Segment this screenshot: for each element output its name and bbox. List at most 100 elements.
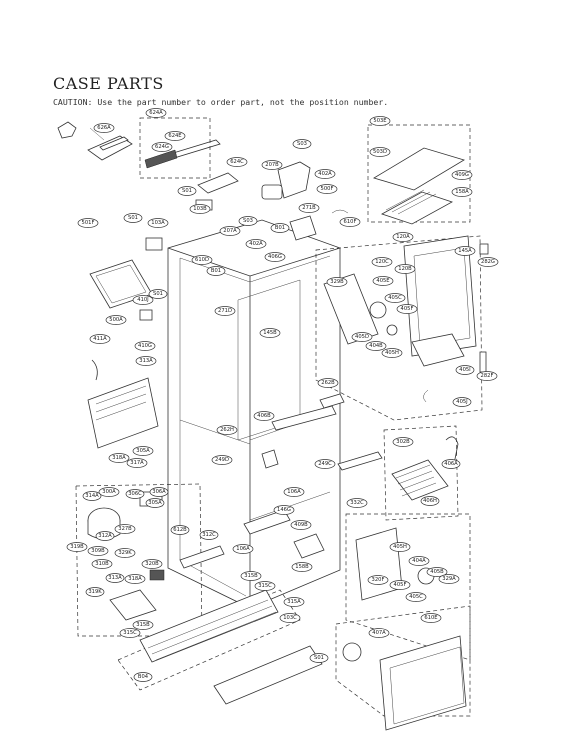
callout-label: 329A <box>438 574 460 584</box>
svg-text:S03: S03 <box>297 141 307 147</box>
callout-label: 332C <box>346 498 368 508</box>
svg-text:S01: S01 <box>153 291 163 297</box>
callout-label: 249D <box>211 455 233 465</box>
svg-text:310B: 310B <box>95 561 109 567</box>
callout-label: 409G <box>451 170 473 180</box>
callout-label: 120C <box>371 257 393 267</box>
callout-label: 410G <box>134 341 156 351</box>
hinge-top-center <box>261 161 349 241</box>
svg-text:624E: 624E <box>168 133 181 139</box>
callout-label: S03 <box>238 216 258 226</box>
svg-text:120C: 120C <box>375 259 389 265</box>
svg-text:500F: 500F <box>321 186 334 192</box>
callout-label: 146G <box>273 505 295 515</box>
callout-label: 313A <box>105 573 125 583</box>
svg-text:315C: 315C <box>258 583 272 589</box>
callout-label: 317A <box>126 458 148 468</box>
callout-label: 405E <box>372 276 394 286</box>
callout-label: S01 <box>148 289 168 299</box>
callout-label: 313A <box>135 356 157 366</box>
svg-text:103C: 103C <box>283 615 297 621</box>
svg-text:503E: 503E <box>373 118 386 124</box>
callout-label: 405F <box>389 580 411 590</box>
svg-text:405H: 405H <box>393 544 407 550</box>
callout-label: B04 <box>133 672 153 682</box>
callout-label: 405I <box>455 365 475 375</box>
callout-label: 120B <box>394 264 416 274</box>
svg-text:103A: 103A <box>151 220 165 226</box>
svg-text:B01: B01 <box>211 268 221 274</box>
hinge-parts-top <box>57 117 239 211</box>
callout-label: 310B <box>91 559 113 569</box>
svg-text:103B: 103B <box>193 206 207 212</box>
callout-label: 501F <box>77 218 99 228</box>
callout-label: 410J <box>132 295 154 305</box>
svg-text:S01: S01 <box>182 188 192 194</box>
callout-label: 262H <box>216 425 238 435</box>
callout-label: 282F <box>476 371 498 381</box>
svg-text:315A: 315A <box>287 599 301 605</box>
callout-label: 405J <box>452 397 472 407</box>
svg-text:411A: 411A <box>93 336 107 342</box>
right-upper-unit <box>315 235 489 421</box>
svg-text:309B: 309B <box>91 548 105 554</box>
callout-label: 405H <box>389 542 411 552</box>
svg-text:406A: 406A <box>444 461 458 467</box>
center-right-small-parts <box>261 393 383 471</box>
svg-text:305A: 305A <box>148 500 162 506</box>
svg-text:317A: 317A <box>130 460 144 466</box>
svg-text:500A: 500A <box>109 317 123 323</box>
callout-label: 624E <box>164 131 186 141</box>
svg-text:106A: 106A <box>287 489 301 495</box>
callout-label: 406H <box>420 496 440 506</box>
svg-text:404B: 404B <box>369 343 383 349</box>
callout-label: 405C <box>384 293 406 303</box>
svg-text:624A: 624A <box>149 110 163 116</box>
callout-label: 249C <box>314 459 336 469</box>
callout-label: 282G <box>477 257 499 267</box>
svg-text:282F: 282F <box>481 373 494 379</box>
svg-text:329A: 329A <box>442 576 456 582</box>
svg-text:207B: 207B <box>265 162 279 168</box>
svg-text:315C: 315C <box>123 630 137 636</box>
base-frame <box>117 509 323 705</box>
callout-label: 262B <box>317 378 339 388</box>
svg-text:406G: 406G <box>268 254 282 260</box>
svg-text:312A: 312A <box>98 533 112 539</box>
callout-label: 305A <box>145 498 165 508</box>
callout-label: 405B <box>426 567 448 577</box>
callout-label: 626A <box>89 123 115 141</box>
callout-label: 145A <box>454 246 476 256</box>
callouts: 626A 624A 624E 624G S03 503E 503D 409G 1… <box>66 108 499 682</box>
callout-label: 314A <box>82 491 102 501</box>
callout-label: 406G <box>264 252 286 262</box>
callout-label: 402A <box>314 169 336 179</box>
callout-label: 610F <box>339 217 361 227</box>
svg-text:610E: 610E <box>424 615 437 621</box>
svg-text:120B: 120B <box>398 266 412 272</box>
svg-text:405F: 405F <box>394 582 407 588</box>
svg-text:315B: 315B <box>136 622 150 628</box>
svg-text:S01: S01 <box>314 655 324 661</box>
callout-label: 329B <box>326 277 348 287</box>
callout-label: 612B <box>170 525 190 535</box>
svg-text:145A: 145A <box>458 248 472 254</box>
svg-text:B04: B04 <box>138 674 149 680</box>
callout-label: 106A <box>283 487 305 497</box>
callout-label: 624A <box>145 108 167 118</box>
svg-text:409B: 409B <box>294 522 308 528</box>
svg-text:313A: 313A <box>108 575 122 581</box>
svg-text:300A: 300A <box>102 489 116 495</box>
svg-text:610D: 610D <box>195 257 209 263</box>
callout-label: 103C <box>279 613 301 623</box>
callout-label: 145B <box>259 328 281 338</box>
caution-note: CAUTION: Use the part number to order pa… <box>53 97 389 107</box>
callout-label: S03 <box>292 139 312 149</box>
page-title: CASE PARTS <box>53 74 164 93</box>
callout-label: 406B <box>253 411 275 421</box>
callout-label: 405H <box>381 348 403 358</box>
callout-label: 624G <box>151 142 173 152</box>
svg-text:S01: S01 <box>128 215 138 221</box>
callout-label: 315C <box>254 581 276 591</box>
